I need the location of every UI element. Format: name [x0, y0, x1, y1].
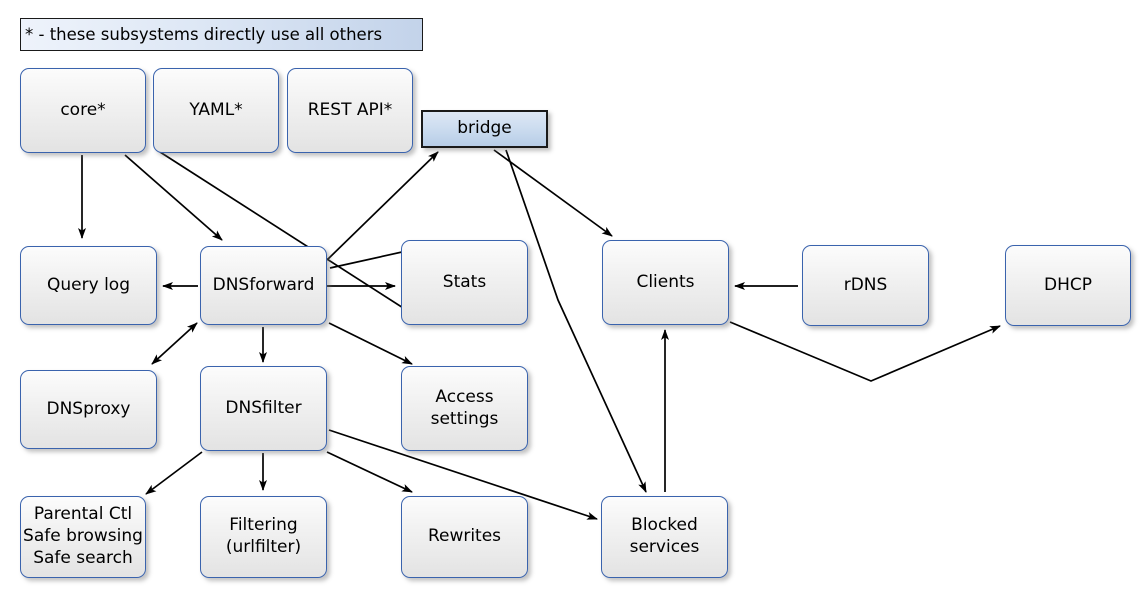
node-label-core: core* [60, 99, 106, 120]
node-filtering[interactable]: Filtering (urlfilter) [200, 496, 327, 578]
edge-dnsforward-to-access_settings [328, 322, 413, 365]
edge-clients-to-dhcp [729, 321, 1001, 382]
node-label-clients: Clients [636, 271, 695, 292]
node-clients[interactable]: Clients [602, 240, 729, 325]
edge-dnsforward-to-dnsproxy [151, 322, 198, 365]
node-rest_api[interactable]: REST API* [287, 68, 413, 153]
node-bridge[interactable]: bridge [421, 110, 548, 148]
node-label-blocked_services: Blocked services [629, 515, 700, 557]
edge-bridge-to-clients [493, 149, 613, 237]
node-label-filtering: Filtering (urlfilter) [225, 515, 302, 557]
node-label-dnsfilter: DNSfilter [225, 397, 302, 418]
node-dnsproxy[interactable]: DNSproxy [20, 370, 157, 449]
node-label-access_settings: Access settings [430, 386, 499, 429]
edge-dnsfilter-to-parental [145, 451, 203, 495]
node-access_settings[interactable]: Access settings [401, 366, 528, 451]
node-label-yaml: YAML* [189, 99, 243, 120]
node-dnsforward[interactable]: DNSforward [200, 246, 327, 325]
legend-note-text: * - these subsystems directly use all ot… [25, 25, 383, 44]
node-yaml[interactable]: YAML* [153, 68, 279, 153]
node-label-bridge: bridge [457, 118, 512, 139]
node-label-parental: Parental Ctl Safe browsing Safe search [23, 504, 143, 568]
node-label-query_log: Query log [47, 274, 130, 295]
legend-note: * - these subsystems directly use all ot… [20, 18, 423, 51]
node-label-stats: Stats [442, 271, 487, 292]
node-label-dnsproxy: DNSproxy [46, 398, 131, 419]
node-label-rdns: rDNS [843, 274, 888, 295]
node-stats[interactable]: Stats [401, 240, 528, 325]
edge-core-to-dnsforward [124, 154, 223, 241]
node-parental[interactable]: Parental Ctl Safe browsing Safe search [20, 496, 146, 578]
node-label-dnsforward: DNSforward [212, 274, 315, 295]
node-rewrites[interactable]: Rewrites [401, 496, 528, 578]
node-dnsfilter[interactable]: DNSfilter [200, 366, 327, 451]
node-label-rewrites: Rewrites [427, 526, 502, 547]
node-query_log[interactable]: Query log [20, 246, 157, 325]
node-dhcp[interactable]: DHCP [1005, 245, 1131, 326]
node-label-dhcp: DHCP [1044, 274, 1092, 295]
edge-dnsfilter-to-rewrites [326, 451, 413, 493]
node-core[interactable]: core* [20, 68, 146, 153]
node-rdns[interactable]: rDNS [802, 245, 929, 326]
node-label-rest_api: REST API* [307, 99, 393, 120]
node-blocked_services[interactable]: Blocked services [601, 496, 728, 578]
